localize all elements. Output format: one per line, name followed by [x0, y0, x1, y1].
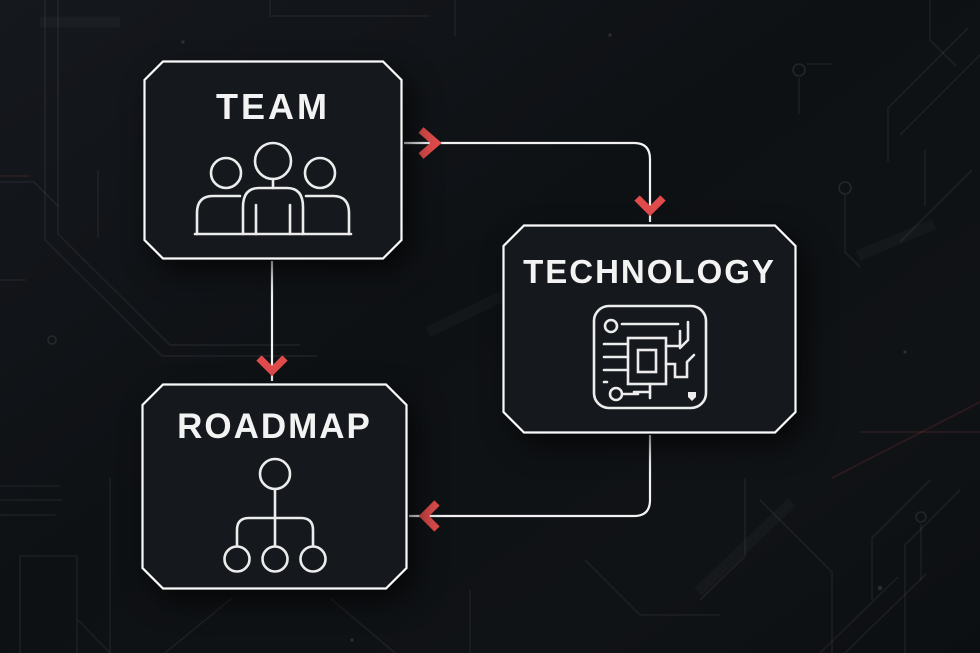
- edge-technology-to-roadmap: [409, 435, 652, 532]
- edge-team-to-roadmap: [256, 261, 288, 381]
- node-technology: TECHNOLOGY: [502, 224, 797, 434]
- connector-line: [404, 141, 652, 222]
- node-label: ROADMAP: [177, 407, 372, 446]
- circuit-chip-icon: [592, 304, 707, 410]
- node-frame: [141, 383, 408, 590]
- team-people-icon: [193, 141, 353, 236]
- node-label: TEAM: [216, 86, 330, 127]
- circuit-trace-red: [0, 175, 980, 479]
- node-roadmap: ROADMAP: [141, 383, 408, 590]
- arrowhead-left-icon: [418, 500, 440, 532]
- node-team: TEAM: [143, 60, 403, 260]
- hierarchy-org-icon: [222, 457, 327, 573]
- edge-team-to-technology: [404, 127, 666, 222]
- arrowhead-down-icon: [634, 195, 666, 217]
- node-frame: [143, 60, 403, 260]
- arrowhead-down-icon: [256, 355, 288, 377]
- node-frame: [502, 224, 797, 434]
- circuit-trace-octagon: [44, 0, 318, 357]
- node-label: TECHNOLOGY: [523, 253, 776, 290]
- connector-line: [409, 435, 652, 518]
- circuit-vias: [47, 63, 927, 523]
- arrowhead-right-icon: [418, 127, 442, 159]
